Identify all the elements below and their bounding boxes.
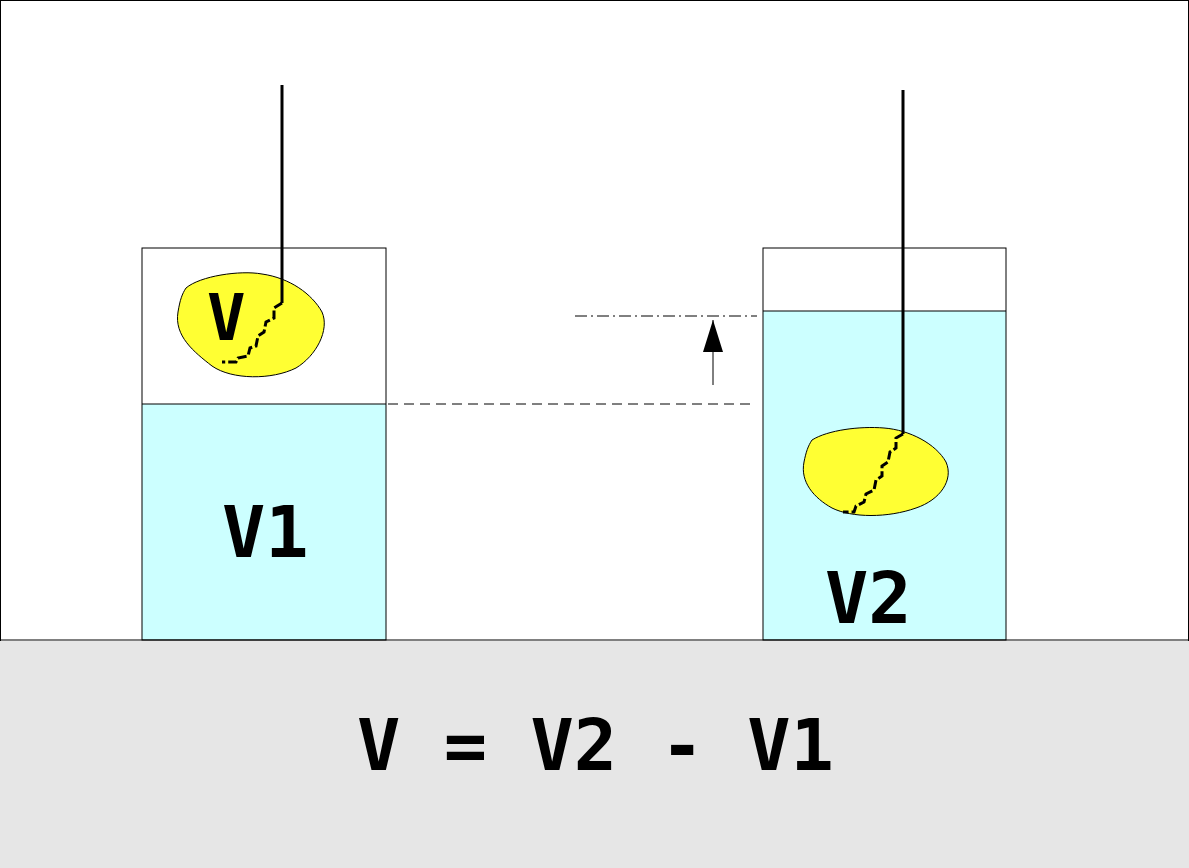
level-line — [575, 316, 757, 317]
water-fill — [763, 311, 1006, 640]
formula: V = V2 - V1 — [357, 709, 834, 781]
beaker — [142, 248, 386, 640]
string-wrap — [843, 434, 903, 512]
level-line — [388, 404, 756, 405]
rise-arrowhead — [703, 320, 723, 352]
formula-band: V = V2 - V1 — [0, 641, 1189, 868]
beaker — [763, 248, 1006, 640]
water-region: V2 — [764, 312, 1005, 639]
volume-label: V2 — [825, 562, 912, 634]
water-surface — [763, 311, 1006, 312]
string — [281, 85, 284, 303]
water-fill — [142, 404, 386, 640]
stone-shape: V — [176, 272, 326, 380]
stone — [177, 273, 324, 377]
stone — [803, 428, 948, 516]
water-region: V1 — [143, 405, 385, 639]
volume-label: V1 — [222, 496, 309, 568]
string — [902, 90, 905, 434]
water-surface — [142, 404, 386, 405]
stone-label: V — [207, 286, 246, 350]
